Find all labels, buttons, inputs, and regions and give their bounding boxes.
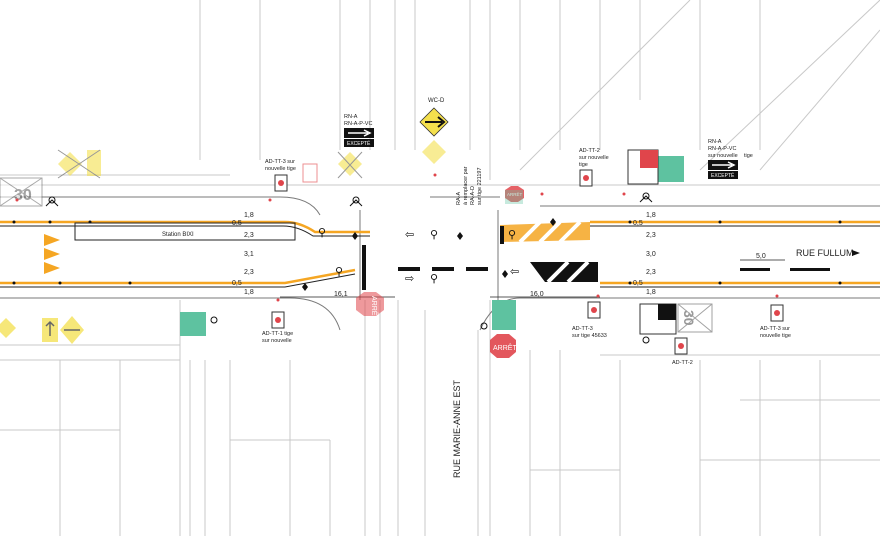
svg-text:⚲: ⚲ xyxy=(430,273,438,285)
sign-labels: RN-A RN-A-P-VC AD-TT-3 sur nouvelle tige… xyxy=(262,114,791,366)
svg-text:1,8: 1,8 xyxy=(646,212,656,219)
svg-text:1,8: 1,8 xyxy=(244,212,254,219)
svg-text:EXCEPTÉ: EXCEPTÉ xyxy=(711,172,735,179)
stop-sign-top: ARRÊT xyxy=(505,186,524,202)
svg-text:RA-A: RA-A xyxy=(456,192,462,205)
traffic-light-dots xyxy=(12,220,842,285)
dim-left: 16,1 xyxy=(334,291,348,298)
svg-text:tige: tige xyxy=(579,162,588,168)
svg-text:0,5: 0,5 xyxy=(633,220,643,227)
svg-text:2,3: 2,3 xyxy=(244,269,254,276)
svg-text:3,0: 3,0 xyxy=(646,251,656,258)
svg-text:sur tige 221197: sur tige 221197 xyxy=(477,167,483,205)
svg-text:⚲: ⚲ xyxy=(318,227,326,239)
sign-posts xyxy=(45,192,653,344)
svg-text:sur nouvelle: sur nouvelle xyxy=(262,338,292,344)
bike-lane-buffers xyxy=(0,220,880,288)
svg-text:sur tige 45633: sur tige 45633 xyxy=(572,333,607,339)
lane-widths-left: 1,8 0,5 2,3 3,1 2,3 0,5 1,8 xyxy=(232,212,254,296)
direction-arrow-icon xyxy=(852,250,860,256)
svg-text:ARRÊT: ARRÊT xyxy=(507,190,523,197)
svg-text:RN-A: RN-A xyxy=(708,139,722,145)
bike-signs-green xyxy=(180,156,684,336)
svg-text:RN-A-P-VC: RN-A-P-VC xyxy=(708,146,736,152)
svg-text:AD-TT-3 sur: AD-TT-3 sur xyxy=(265,159,295,165)
warning-sign-wcd: WC-D xyxy=(419,98,449,137)
svg-text:AD-TT-3 sur: AD-TT-3 sur xyxy=(760,326,790,332)
svg-text:tige: tige xyxy=(744,153,753,159)
svg-text:2,3: 2,3 xyxy=(646,232,656,239)
signs-ad-tt xyxy=(271,149,784,355)
svg-text:0,5: 0,5 xyxy=(232,220,242,227)
svg-text:ARRÊT: ARRÊT xyxy=(493,343,517,352)
red-markers xyxy=(15,173,779,302)
svg-text:⇦: ⇦ xyxy=(405,229,414,241)
warning-signs-lower-left xyxy=(0,316,84,344)
svg-text:0,5: 0,5 xyxy=(633,280,643,287)
sign-label-rotated: RA-A à remplacer par RA-A-D sur tige 221… xyxy=(456,166,483,205)
svg-text:2,3: 2,3 xyxy=(244,232,254,239)
svg-text:RN-A-P-VC: RN-A-P-VC xyxy=(344,121,372,127)
lane-widths-right: 1,8 0,5 2,3 3,0 2,3 0,5 1,8 xyxy=(633,212,656,296)
street-name-fullum: RUE FULLUM xyxy=(796,248,854,258)
svg-text:RA-A-D: RA-A-D xyxy=(470,186,476,205)
warning-sign-crossed xyxy=(57,140,446,179)
stop-label-left: ARRÊT xyxy=(370,296,379,320)
svg-text:AD-TT-2: AD-TT-2 xyxy=(579,148,600,154)
svg-text:2,3: 2,3 xyxy=(646,269,656,276)
dim-right: 16,0 xyxy=(530,291,544,298)
stop-sign-bottom: ARRÊT xyxy=(490,334,517,358)
svg-text:RN-A: RN-A xyxy=(344,114,358,120)
road-edges xyxy=(0,196,880,331)
svg-text:à remplacer par: à remplacer par xyxy=(463,166,469,205)
street-name-marie-anne: RUE MARIE-ANNE EST xyxy=(452,379,462,478)
triangle-markings xyxy=(44,234,60,274)
svg-text:WC-D: WC-D xyxy=(428,98,445,104)
svg-text:3,1: 3,1 xyxy=(244,251,254,258)
bixi-label: Station BIXI xyxy=(162,232,194,238)
svg-text:0,5: 0,5 xyxy=(232,280,242,287)
svg-text:sur nouvelle: sur nouvelle xyxy=(579,155,609,161)
svg-text:30: 30 xyxy=(681,310,697,326)
dim-parking: 5,0 xyxy=(756,253,766,260)
svg-text:⚲: ⚲ xyxy=(430,229,438,241)
svg-text:nouvelle tige: nouvelle tige xyxy=(265,166,296,172)
svg-text:EXCEPTÉ: EXCEPTÉ xyxy=(347,140,371,147)
svg-text:1,8: 1,8 xyxy=(646,289,656,296)
svg-text:⇦: ⇦ xyxy=(510,266,519,278)
center-markings xyxy=(362,226,830,290)
speed-sign-left: 30 xyxy=(0,177,43,207)
svg-text:nouvelle tige: nouvelle tige xyxy=(760,333,791,339)
speed-sign-right: 30 xyxy=(677,303,713,333)
svg-text:⇨: ⇨ xyxy=(405,273,414,285)
svg-text:sur nouvelle: sur nouvelle xyxy=(708,153,738,159)
stop-sign-left xyxy=(356,292,384,316)
diamond-markings xyxy=(302,218,556,291)
svg-text:AD-TT-1 tige: AD-TT-1 tige xyxy=(262,331,293,337)
svg-text:AD-TT-3: AD-TT-3 xyxy=(572,326,593,332)
svg-text:AD-TT-2: AD-TT-2 xyxy=(672,360,693,366)
hatched-zones xyxy=(74,220,598,284)
bike-symbols: ⚲ ⇦ ⚲ ⇨ ⚲ ⚲ ⚲ ⇦ xyxy=(318,227,519,285)
signs-rna: EXCEPTÉ EXCEPTÉ xyxy=(344,128,738,179)
svg-text:⚲: ⚲ xyxy=(508,229,516,241)
bixi-station-box xyxy=(74,222,296,241)
svg-text:⚲: ⚲ xyxy=(335,266,343,278)
svg-text:1,8: 1,8 xyxy=(244,289,254,296)
